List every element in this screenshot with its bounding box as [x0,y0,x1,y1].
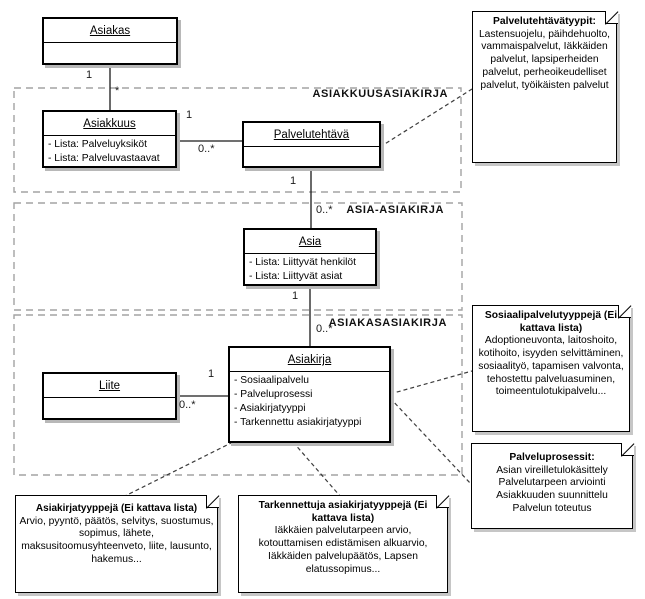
multiplicity-liite-1: 1 [208,368,215,380]
attribute: - Tarkennettu asiakirjatyyppi [234,417,362,428]
package-boundary-asia-asiakirja [13,202,463,311]
class-asia-name: Asia [245,230,375,254]
class-palvelutehtava: Palvelutehtävä [242,121,381,168]
note-title: Palvelutehtävätyypit: [492,16,596,27]
note-link-asiakirja-palveluprosessit [389,397,472,485]
attribute: - Lista: Palveluvastaavat [48,153,160,164]
note-fold-icon [205,494,219,508]
note-body: Arvio, pyyntö, päätös, selvitys, suostum… [19,515,214,565]
multiplicity-palvelutehtava-1: 1 [290,175,297,187]
note-title: Asiakirjatyyppejä (Ei kattava lista) [35,503,198,514]
class-asiakkuus: Asiakkuus - Lista: Palveluyksiköt - List… [42,110,177,168]
attribute: - Asiakirjatyyppi [234,403,306,414]
multiplicity-asia-0star: 0..* [316,204,333,216]
package-boundary-asiakkuusasiakirja [13,87,462,193]
class-asiakirja-name: Asiakirja [230,348,389,372]
multiplicity-palvelutehtava-0star: 0..* [198,143,215,155]
package-label-asia-asiakirja: ASIA-ASIAKIRJA [346,204,444,216]
note-line: Palvelutarpeen arviointi [498,477,606,489]
package-label-asiakkuusasiakirja: ASIAKKUUSASIAKIRJA [312,88,448,100]
note-sosiaalipalvelutyypit: Sosiaalipalvelutyyppejä (Ei kattava list… [472,304,631,432]
note-line: Palvelun toteutus [512,502,592,514]
note-palveluprosessit: Palveluprosessit: Asian vireilletulokäsi… [471,442,634,529]
class-asiakirja-attributes: - Sosiaalipalvelu - Palveluprosessi - As… [230,372,389,441]
note-title: Palveluprosessit: [509,452,595,463]
note-fold-icon [435,494,449,508]
note-line: Asiakkuuden suunnittelu [496,490,608,502]
class-asiakas-name: Asiakas [44,19,176,43]
package-label-asiakasasiakirja: ASIAKASASIAKIRJA [328,317,447,329]
class-palvelutehtava-attributes [244,147,379,166]
class-asia-attributes: - Lista: Liittyvät henkilöt - Lista: Lii… [245,254,375,286]
multiplicity-liite-0star: 0..* [179,399,196,411]
class-asiakas: Asiakas [42,17,178,65]
class-asiakkuus-attributes: - Lista: Palveluyksiköt - Lista: Palvelu… [44,136,175,168]
attribute: - Lista: Liittyvät henkilöt [249,257,357,268]
note-fold-icon [604,10,618,24]
note-title: Sosiaalipalvelutyyppejä (Ei kattava list… [484,310,618,334]
class-asia: Asia - Lista: Liittyvät henkilöt - Lista… [243,228,377,286]
class-liite: Liite [42,372,177,420]
note-fold-icon [620,442,634,456]
note-link-asiakirja-asiakirjatyypit [124,441,234,497]
class-palvelutehtava-name: Palvelutehtävä [244,123,379,147]
note-tarkennetut-asiakirjatyypit: Tarkennettuja asiakirjatyyppejä (Ei katt… [238,494,449,593]
class-asiakas-attributes [44,43,176,63]
note-line: Asian vireilletulokäsittely [496,464,608,476]
attribute: - Sosiaalipalvelu [234,375,309,386]
class-liite-attributes [44,398,175,418]
multiplicity-asiakas-1: 1 [86,69,93,81]
note-body: Lastensuojelu, päihdehuolto, vammaispalv… [478,28,611,91]
attribute: - Lista: Liittyvät asiat [249,271,343,282]
multiplicity-asiakkuus-star: * [115,85,120,97]
multiplicity-asia-1: 1 [292,290,299,302]
class-asiakkuus-name: Asiakkuus [44,112,175,136]
class-liite-name: Liite [44,374,175,398]
class-asiakirja: Asiakirja - Sosiaalipalvelu - Palvelupro… [228,346,391,443]
note-asiakirjatyypit: Asiakirjatyyppejä (Ei kattava lista) Arv… [15,494,219,593]
attribute: - Palveluprosessi [234,389,313,400]
note-body: Adoptioneuvonta, laitoshoito, kotihoito,… [478,335,624,398]
note-fold-icon [617,304,631,318]
attribute: - Lista: Palveluyksiköt [48,139,148,150]
multiplicity-asiakirja-0star: 0..* [316,323,333,335]
package-boundary-asiakasasiakirja [13,314,463,476]
note-body: Iäkkäien palvelutarpeen arvio, kotouttam… [258,525,428,575]
multiplicity-asiakkuus-1: 1 [186,109,193,121]
note-title: Tarkennettuja asiakirjatyyppejä (Ei katt… [258,500,428,524]
note-palvelutehtavatyypit: Palvelutehtävätyypit: Lastensuojelu, päi… [472,10,618,163]
note-link-asiakirja-tarkennetut [292,441,341,497]
note-link-asiakirja-sosiaalipalvelut [389,370,473,395]
